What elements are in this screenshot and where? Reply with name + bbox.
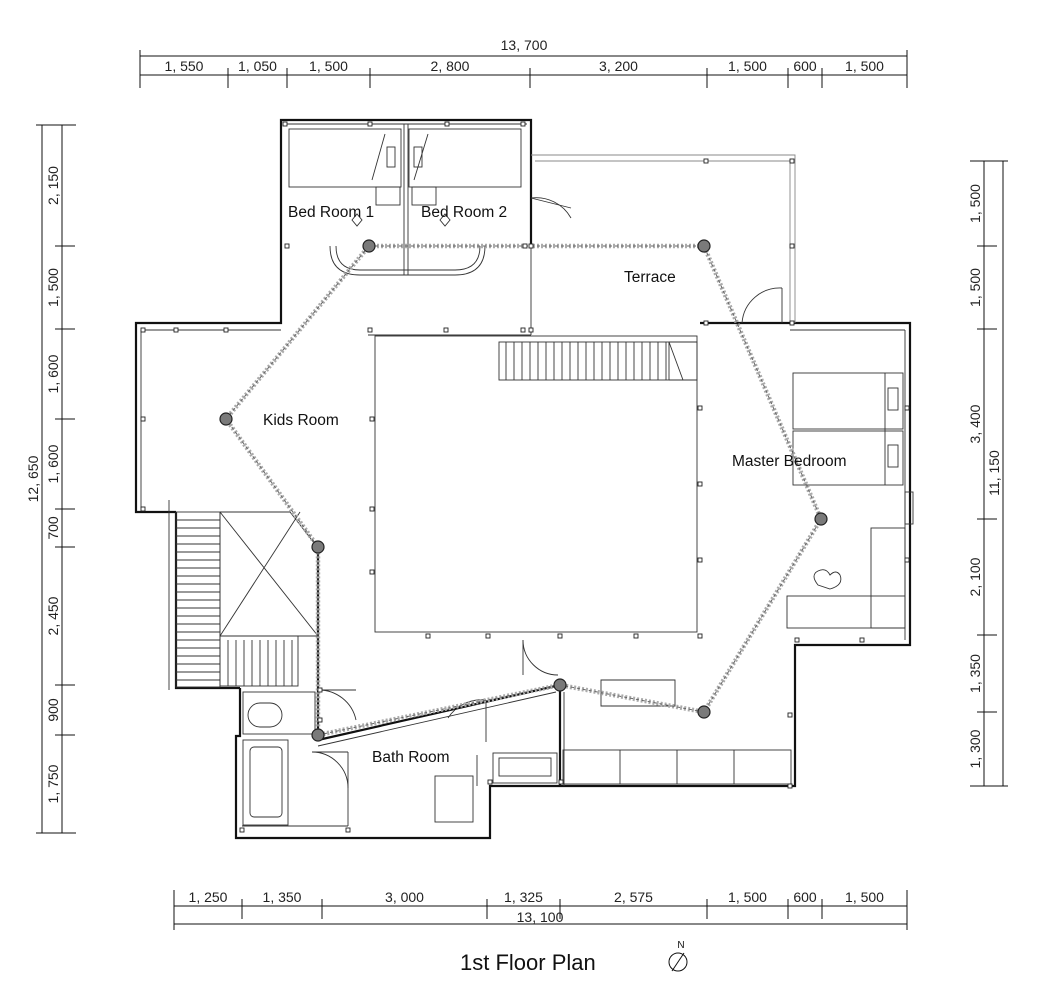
dim-bottom-total: 13, 100 — [517, 909, 564, 925]
dimension-label: 1, 600 — [45, 444, 61, 483]
room-label-terrace: Terrace — [624, 269, 676, 286]
path-node — [311, 728, 325, 742]
path-node — [814, 512, 828, 526]
bottom-dimension-chain: 13, 100 1, 250 1, 350 3, 000 1, 325 2, 575 1,… — [173, 889, 908, 930]
left-dimension-chain: 12, 650 2, 150 1, 500 1, 600 1, 600 700 2, 45… — [25, 124, 76, 834]
room-label-bed-room-2: Bed Room 2 — [421, 204, 507, 221]
exterior-walls — [134, 118, 912, 840]
dim-left-total: 12, 650 — [25, 455, 41, 502]
path-node — [553, 678, 567, 692]
master-bedroom-furniture — [741, 287, 914, 629]
right-dimension-chain: 11, 150 1, 500 1, 500 3, 400 2, 100 1, 350 1,… — [967, 160, 1008, 787]
dimension-label: 1, 500 — [728, 58, 767, 74]
path-nodes — [219, 239, 828, 742]
dimension-label: 1, 750 — [45, 764, 61, 803]
left-stair — [175, 511, 319, 688]
dimension-label: 1, 325 — [504, 889, 543, 905]
dim-top-total: 13, 700 — [501, 37, 548, 53]
path-node — [362, 239, 376, 253]
bed-room-furniture — [288, 124, 572, 276]
dimension-label: 600 — [793, 58, 817, 74]
dimension-label: 1, 500 — [967, 268, 983, 307]
dimension-label: 2, 100 — [967, 557, 983, 596]
circulation-path — [223, 243, 824, 738]
dimension-label: 700 — [45, 516, 61, 540]
dim-right-total: 11, 150 — [986, 450, 1002, 496]
dimension-label: 1, 500 — [45, 268, 61, 307]
path-node — [697, 705, 711, 719]
dimension-label: 1, 550 — [165, 58, 204, 74]
plan-title: 1st Floor Plan — [460, 950, 596, 975]
column-markers — [140, 121, 910, 833]
room-label-bed-room-1: Bed Room 1 — [288, 204, 374, 221]
dimension-label: 1, 500 — [728, 889, 767, 905]
dimension-label: 1, 500 — [309, 58, 348, 74]
dimension-label: 1, 500 — [845, 889, 884, 905]
room-label-kids-room: Kids Room — [263, 412, 339, 429]
north-label: N — [677, 940, 684, 951]
stair-void — [374, 335, 698, 633]
dimension-label: 1, 350 — [967, 654, 983, 693]
dimension-label: 1, 350 — [263, 889, 302, 905]
bath-room-furniture — [242, 639, 792, 826]
dimension-label: 2, 150 — [45, 166, 61, 205]
path-node — [311, 540, 325, 554]
top-dimension-chain: 13, 700 1, 550 1, 050 1, 500 2, 800 3, 200 1,… — [139, 37, 908, 88]
dimension-label: 1, 500 — [845, 58, 884, 74]
dimension-label: 3, 200 — [599, 58, 638, 74]
path-node — [219, 412, 233, 426]
dimension-label: 1, 600 — [45, 354, 61, 393]
dimension-label: 1, 250 — [189, 889, 228, 905]
dimension-label: 900 — [45, 698, 61, 722]
north-arrow-icon: N — [668, 940, 688, 972]
room-label-bath-room: Bath Room — [372, 749, 450, 766]
dimension-label: 600 — [793, 889, 817, 905]
dimension-label: 1, 500 — [967, 184, 983, 223]
path-node — [697, 239, 711, 253]
dimension-label: 3, 000 — [385, 889, 424, 905]
dimension-label: 2, 575 — [614, 889, 653, 905]
dimension-label: 1, 300 — [967, 729, 983, 768]
dimension-label: 1, 050 — [238, 58, 277, 74]
dimension-label: 2, 800 — [431, 58, 470, 74]
room-label-master-bedroom: Master Bedroom — [732, 453, 847, 470]
dimension-label: 2, 450 — [45, 596, 61, 635]
dimension-label: 3, 400 — [967, 404, 983, 443]
